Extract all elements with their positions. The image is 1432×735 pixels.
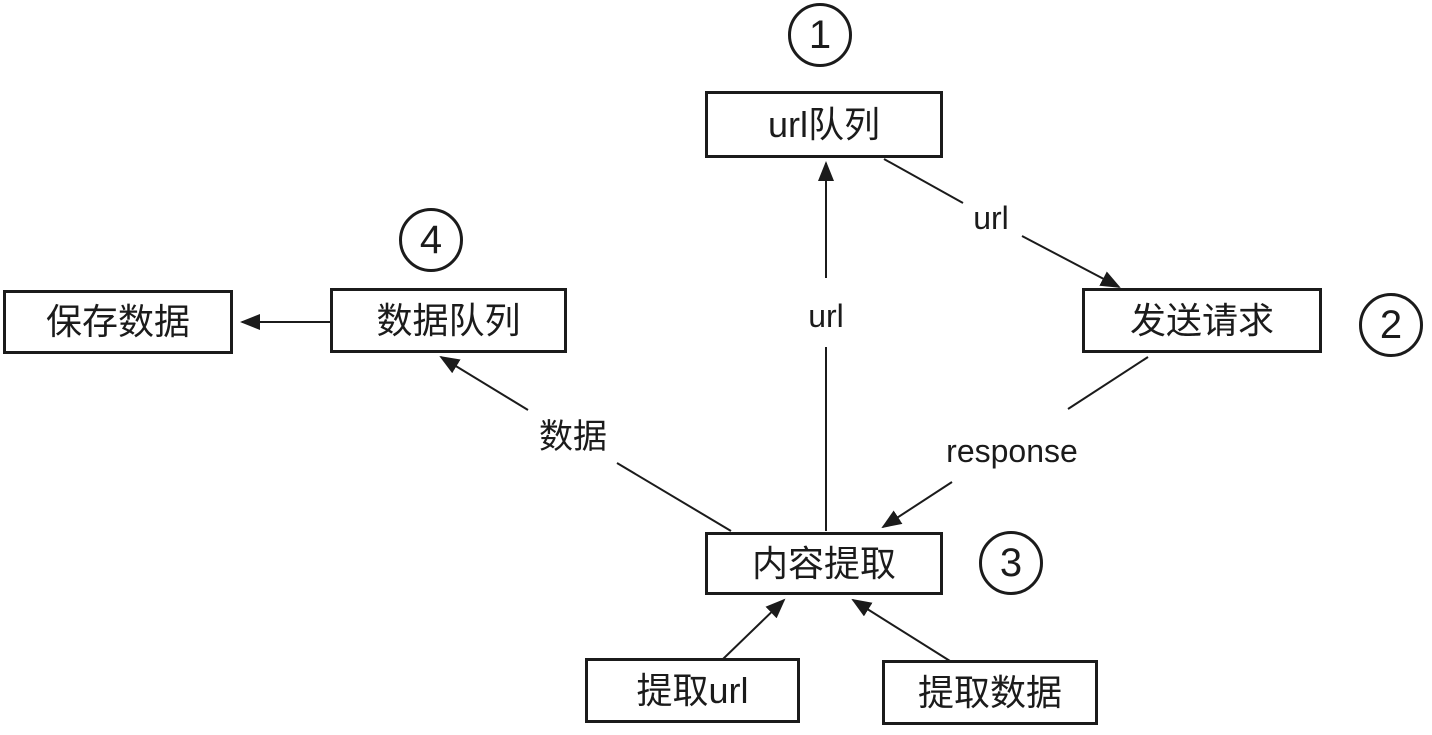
node-extract-url: 提取url: [585, 658, 800, 723]
edge-label-response: response: [942, 433, 1082, 469]
step-badge-3: 3: [979, 531, 1043, 595]
node-data-queue: 数据队列: [330, 288, 567, 353]
step-badge-1: 1: [788, 3, 852, 67]
node-content-extract: 内容提取: [705, 532, 943, 595]
edge-extracturl-to-content: [722, 598, 786, 660]
edge-extractdata-to-content: [851, 598, 951, 662]
step-badge-2: 2: [1359, 293, 1423, 357]
node-extract-data: 提取数据: [882, 660, 1098, 725]
node-url-queue: url队列: [705, 91, 943, 158]
edge-urlqueue-to-sendrequest-upper: [883, 158, 964, 204]
edge-urlqueue-to-sendrequest-lower: [1021, 235, 1121, 288]
edge-sendrequest-to-content-upper: [1067, 356, 1149, 410]
edge-label-url-to-queue: url: [804, 298, 848, 334]
step-badge-4: 4: [399, 208, 463, 272]
edge-label-data: 数据: [535, 418, 611, 456]
edge-content-to-dataqueue-upper: [439, 355, 529, 411]
node-save-data: 保存数据: [3, 290, 233, 354]
node-send-request: 发送请求: [1082, 288, 1322, 353]
edge-content-to-dataqueue-lower: [616, 462, 732, 532]
edge-label-url-to-request: url: [969, 200, 1013, 236]
edge-sendrequest-to-content-lower: [881, 481, 953, 529]
